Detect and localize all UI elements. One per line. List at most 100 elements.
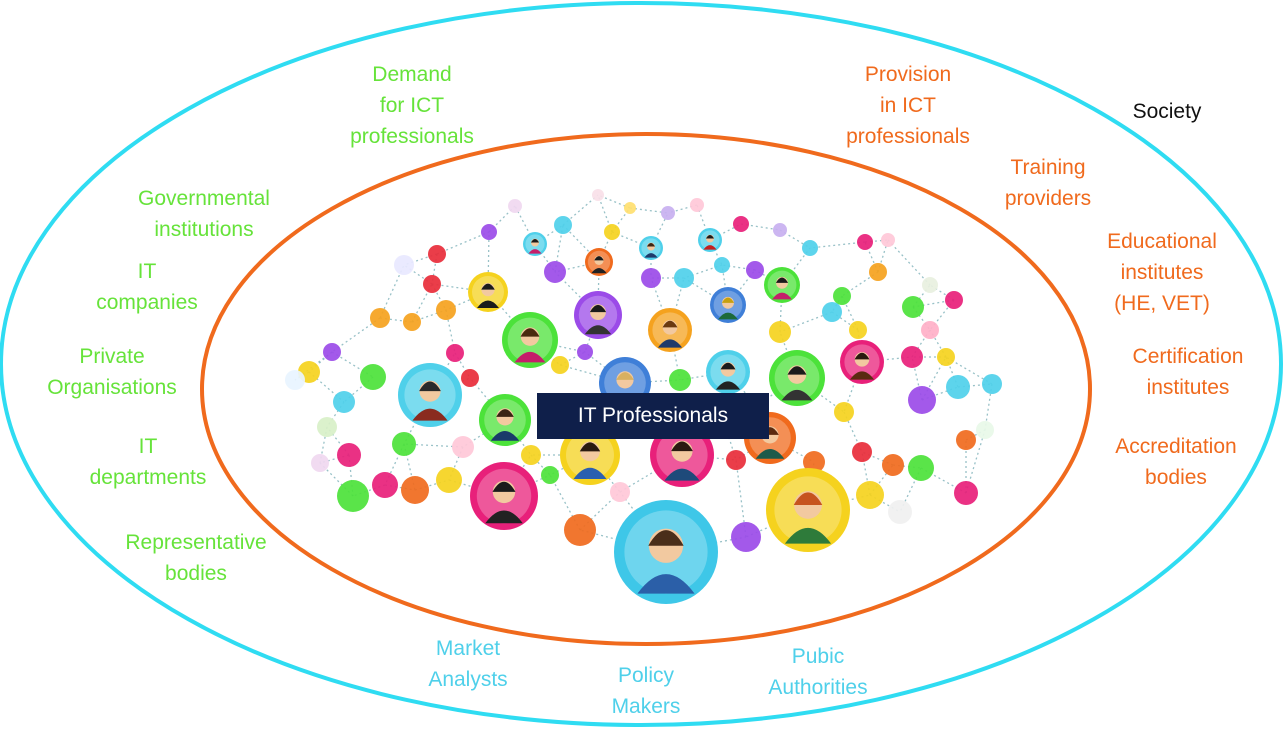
private-organisations-label: Private Organisations (47, 345, 177, 399)
network-dot (317, 417, 337, 437)
person-avatar-icon (470, 462, 538, 530)
network-dot (908, 455, 934, 481)
network-dot (333, 391, 355, 413)
network-dot (882, 454, 904, 476)
network-dot (849, 321, 867, 339)
network-dot (392, 432, 416, 456)
network-dot (544, 261, 566, 283)
network-dot (902, 296, 924, 318)
it-companies-label: IT companies (96, 260, 198, 314)
person-avatar-icon (764, 267, 800, 303)
person-avatar-icon (710, 287, 746, 323)
network-dot (856, 481, 884, 509)
person-avatar-icon (706, 350, 750, 394)
network-dot (461, 369, 479, 387)
network-dot (833, 287, 851, 305)
person-avatar-icon (769, 350, 825, 406)
public-authorities-label: Pubic Authorities (768, 645, 868, 699)
person-avatar-icon (523, 232, 547, 256)
market-analysts-label: Market Analysts (428, 637, 508, 691)
network-dot (541, 466, 559, 484)
network-dot (370, 308, 390, 328)
network-dot (551, 356, 569, 374)
network-dot (857, 234, 873, 250)
network-dot (945, 291, 963, 309)
network-dot (690, 198, 704, 212)
provision-heading: Provision in ICT professionals (846, 63, 970, 148)
network-dot (394, 255, 414, 275)
network-dot (403, 313, 421, 331)
network-dot (881, 233, 895, 247)
society-label: Society (1132, 100, 1202, 123)
network-dot (852, 442, 872, 462)
it-professionals-ellipse (200, 132, 1092, 646)
demand-heading: Demand for ICT professionals (350, 63, 474, 148)
it-departments-label: IT departments (89, 435, 207, 489)
person-avatar-icon (639, 236, 663, 260)
network-dot (311, 454, 329, 472)
network-dot (674, 268, 694, 288)
network-dot (323, 343, 341, 361)
network-dot (436, 300, 456, 320)
network-dot (610, 482, 630, 502)
it-professionals-box: IT Professionals (537, 393, 769, 439)
network-dot (554, 216, 572, 234)
network-dot (452, 436, 474, 458)
person-avatar-icon (766, 468, 850, 552)
educational-institutes-label: Educational institutes (HE, VET) (1107, 230, 1217, 315)
person-avatar-icon (650, 423, 714, 487)
network-dot (401, 476, 429, 504)
network-dot (946, 375, 970, 399)
network-dot (337, 480, 369, 512)
person-avatar-icon (574, 291, 622, 339)
person-avatar-icon (648, 308, 692, 352)
person-avatar-icon (468, 272, 508, 312)
network-dot (521, 445, 541, 465)
network-dot (888, 500, 912, 524)
network-dot (982, 374, 1002, 394)
network-dot (714, 257, 730, 273)
network-dot (428, 245, 446, 263)
network-dot (802, 240, 818, 256)
person-avatar-icon (585, 248, 613, 276)
network-dot (773, 223, 787, 237)
network-dot (604, 224, 620, 240)
person-avatar-icon (398, 363, 462, 427)
network-dot (423, 275, 441, 293)
network-dot (592, 189, 604, 201)
accreditation-bodies-label: Accreditation bodies (1115, 435, 1237, 489)
person-avatar-icon (614, 500, 718, 604)
network-dot (360, 364, 386, 390)
network-dot (922, 277, 938, 293)
network-dot (564, 514, 596, 546)
network-dot (921, 321, 939, 339)
network-dot (956, 430, 976, 450)
person-avatar-icon (698, 228, 722, 252)
network-dot (577, 344, 593, 360)
representative-bodies-label: Representative bodies (125, 531, 267, 585)
network-dot (937, 348, 955, 366)
network-dot (733, 216, 749, 232)
network-dot (337, 443, 361, 467)
network-dot (954, 481, 978, 505)
certification-institutes-label: Certification institutes (1132, 345, 1244, 399)
network-dot (372, 472, 398, 498)
network-dot (822, 302, 842, 322)
network-dot (669, 369, 691, 391)
person-avatar-icon (840, 340, 884, 384)
policy-makers-label: Policy Makers (611, 664, 681, 718)
network-dot (746, 261, 764, 279)
network-dot (446, 344, 464, 362)
network-dot (436, 467, 462, 493)
training-providers-label: Training providers (1004, 156, 1092, 210)
network-dot (908, 386, 936, 414)
network-dot (641, 268, 661, 288)
network-dot (901, 346, 923, 368)
person-avatar-icon (560, 425, 620, 485)
network-dot (731, 522, 761, 552)
network-dot (869, 263, 887, 281)
person-avatar-icon (502, 312, 558, 368)
network-dot (661, 206, 675, 220)
network-dot (726, 450, 746, 470)
